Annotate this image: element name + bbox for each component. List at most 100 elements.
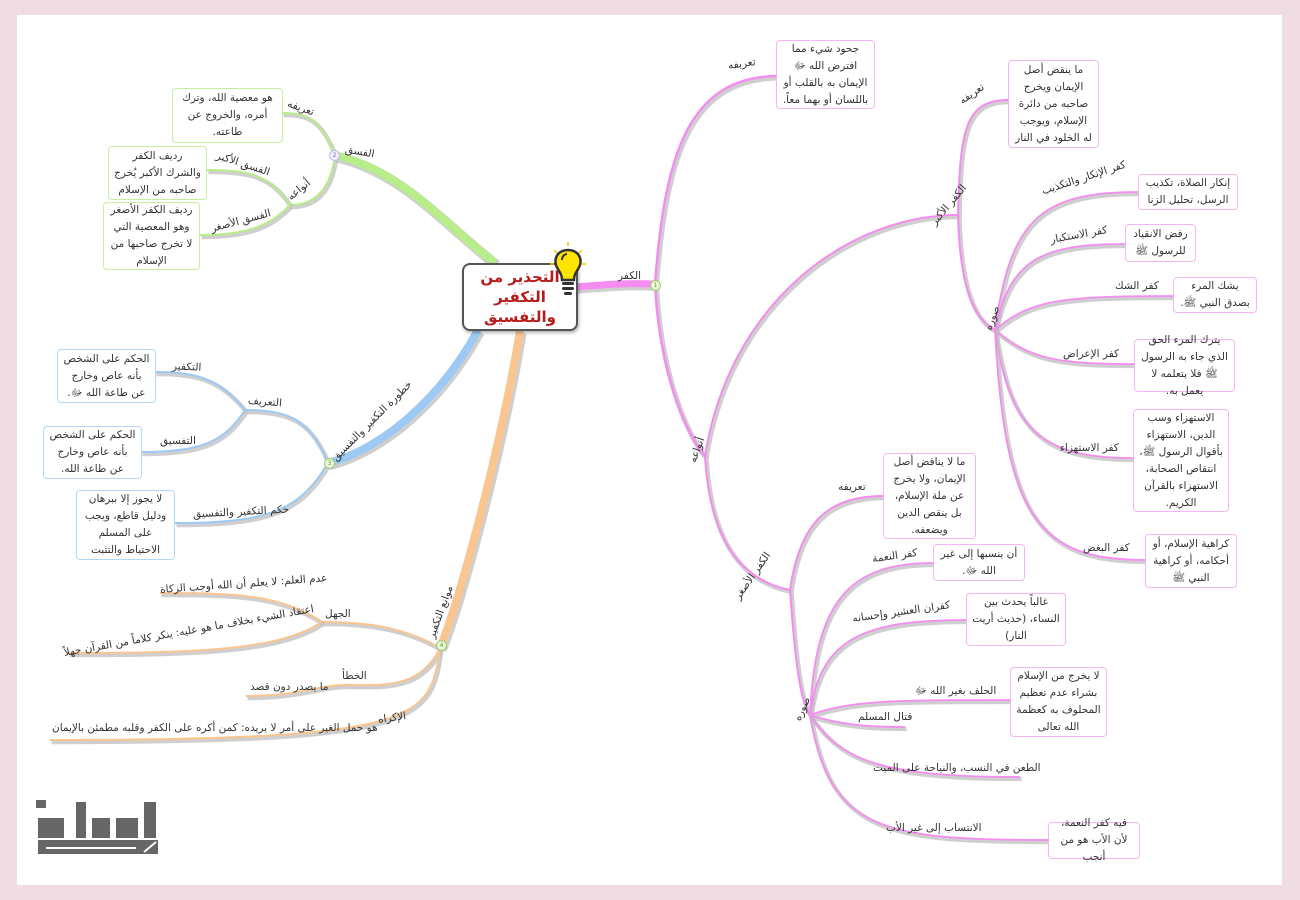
mawani-branch-line [159, 592, 323, 623]
minor-form-label[interactable]: قتال المسلم [858, 711, 913, 723]
mawani-branch-line [67, 621, 323, 654]
khutura-branch-line [327, 328, 482, 467]
kufr-branch-shadow [809, 619, 968, 718]
kufr-branch-line [789, 589, 811, 716]
minor-kufr-definition-note: ما لا يناقض أصل الإيمان، ولا يخرج عن ملة… [883, 453, 976, 539]
kufr-branch-shadow [810, 714, 907, 732]
khutura-branch-shadow [156, 371, 249, 414]
fisq-branch-shadow [208, 169, 294, 209]
major-kufr-definition-note: ما ينقض أصل الإيمان ويخرج صاحبه من دائرة… [1008, 60, 1099, 148]
mawani-branch-shadow [161, 592, 325, 626]
topic-number-badge: 2 [329, 150, 340, 161]
fisq-branch-line [206, 169, 291, 206]
kufr-branch-line [789, 495, 884, 591]
minor-kufr-definition-label[interactable]: تعريفه [838, 481, 866, 493]
fisq-branch-shadow [291, 156, 339, 210]
kufr-branch-line [994, 295, 1174, 331]
major-form-label[interactable]: كفر الاستهزاء [1060, 442, 1119, 454]
mawani-branch-line [245, 647, 441, 697]
fisq-branch-shadow [283, 112, 339, 158]
minor-form-note: فيه كفر النعمة، لأن الأب هو من أنجب [1048, 817, 1140, 863]
major-form-label[interactable]: كفر الإعراض [1063, 348, 1120, 360]
minor-form-note: أن ينسبها إلى غير الله ﷻ. [933, 544, 1025, 581]
mawani-branch-line [321, 621, 441, 649]
kufr-branch-line [653, 283, 706, 457]
kufr-branch-shadow [957, 99, 1010, 218]
kufr-branch-line [957, 214, 996, 331]
minor-form-note: لا يخرج من الإسلام بشراء عدم تعظيم المحل… [1010, 667, 1107, 737]
major-form-note: يشك المرء بصدق النبي ﷺ. [1173, 277, 1257, 313]
fisq-branch-line [289, 154, 336, 206]
kufr-branch-shadow [654, 75, 778, 287]
fisq-branch-shadow [201, 205, 294, 240]
kufr-branch-line [994, 191, 1139, 331]
kufr-branch-shadow [704, 214, 960, 459]
ignorance-label[interactable]: الجهل [325, 608, 351, 620]
kufr-branch-shadow [994, 191, 1140, 333]
fisq-branch-line [334, 151, 498, 267]
kufr-branch-line [809, 714, 906, 728]
minor-form-label[interactable]: الطعن في النسب، والنياحة على الميت [873, 762, 1041, 774]
mawani-branch-shadow [51, 649, 444, 745]
minor-form-label[interactable]: الحلف بغير الله ﷻ [915, 685, 997, 697]
mistake-note: ما يصدر دون قصد [250, 681, 329, 693]
kufr-branch-shadow [809, 562, 935, 718]
major-form-note: رفض الانقياد للرسول ﷺ [1125, 224, 1196, 262]
mawani-branch-line [49, 647, 441, 741]
topic-number-badge: 3 [324, 458, 335, 469]
khutura-term-note: الحكم على الشخص بأنه عاص وخارج عن طاعة ا… [43, 426, 142, 479]
kufr-branch-shadow [654, 285, 709, 460]
kufr-branch-shadow [789, 495, 885, 593]
khutura-branch-shadow [246, 409, 332, 466]
khutura-branch-shadow [142, 410, 249, 457]
mawani-branch-shadow [323, 621, 443, 652]
kufr-branch-line [704, 455, 791, 591]
kufr-branch-line [809, 714, 1049, 841]
khutura-branch-line [244, 409, 329, 464]
coercion-note: هو حمل الغير على أمر لا يريده: كمن أكره … [52, 722, 378, 734]
major-form-note: يترك المرء الحق الذي جاء به الرسول ﷺ فلا… [1134, 334, 1235, 397]
minor-form-note: غالباً يحدث بين النساء، (حديث أريت النار… [966, 593, 1066, 646]
central-topic-text: التحذير من التكفير والتفسيق [480, 268, 560, 326]
fisq-type-note: رديف الكفر والشرك الأكبر يُخرج صاحبه من … [108, 146, 207, 200]
author-logo [36, 800, 158, 854]
major-form-note: الاستهزاء وسب الدين، الاستهزاء بأقوال ال… [1133, 409, 1229, 512]
major-form-label[interactable]: كفر الشك [1115, 280, 1159, 292]
minor-form-label[interactable]: الانتساب إلى غير الأب [886, 822, 982, 834]
major-form-label[interactable]: كفر البغض [1083, 542, 1130, 554]
kufr-branch-line [653, 74, 777, 285]
kufr-branch-shadow [995, 295, 1175, 334]
fisq-branch-line [281, 112, 336, 156]
kufr-branch-line [809, 619, 967, 716]
central-topic[interactable]: التحذير من التكفير والتفسيق [462, 263, 578, 331]
kufr-branch-line [809, 562, 934, 716]
fisq-branch-line [199, 204, 291, 236]
mawani-branch-line [436, 330, 524, 650]
kufr-branch-line [994, 243, 1126, 331]
kufr-branch-line [704, 214, 959, 457]
kufr-definition-note: جحود شيء مما افترض الله ﷻ الإيمان به بال… [776, 40, 875, 109]
kufr-branch-shadow [810, 699, 1012, 720]
khutura-term-note: الحكم على الشخص بأنه عاص وخارج عن طاعة ا… [57, 349, 156, 403]
kufr-branch-line [994, 329, 1134, 459]
kufr-branch-line [994, 329, 1135, 365]
mistake-label[interactable]: الخطأ [342, 670, 367, 682]
major-form-note: كراهية الإسلام، أو أحكامه، أو كراهية الن… [1145, 534, 1237, 588]
khutura-branch-line [140, 409, 246, 453]
topic-number-badge: 1 [650, 280, 661, 291]
kufr-branch-line [574, 280, 656, 291]
kufr-branch-line [957, 99, 1009, 216]
fisq-type-note: رديف الكفر الأصغر وهو المعصية التي لا تخ… [103, 202, 200, 270]
khutura-term-label[interactable]: التفسيق [160, 435, 196, 447]
fisq-definition-note: هو معصية الله، وترك أمره، والخروج عن طاع… [172, 88, 283, 143]
major-form-note: إنكار الصلاة، تكذيب الرسل، تحليل الزنا [1138, 174, 1238, 210]
khutura-branch-shadow [176, 463, 332, 528]
kufr-branch-line [809, 699, 1011, 716]
khutura-branch-line [154, 371, 246, 411]
kufr-topic[interactable]: الكفر [618, 270, 642, 282]
khutura-term-label[interactable]: التكفير [171, 360, 202, 374]
khutura-branch-line [174, 462, 329, 524]
kufr-branch-shadow [994, 243, 1127, 333]
mawani-branch-shadow [247, 649, 444, 701]
